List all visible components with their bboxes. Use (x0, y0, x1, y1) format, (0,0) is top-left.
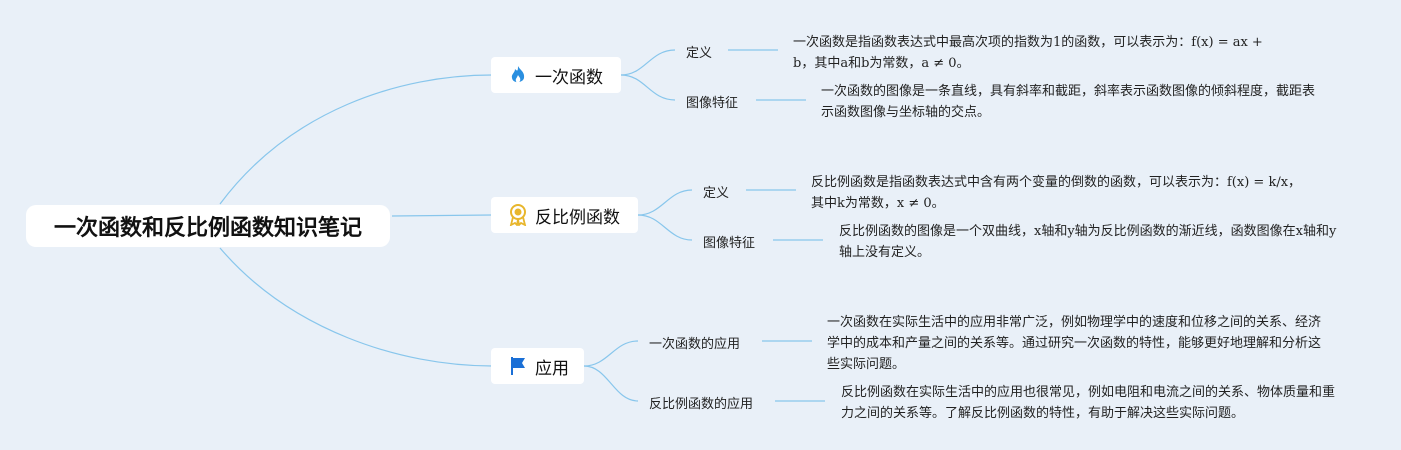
root-title: 一次函数和反比例函数知识笔记 (53, 216, 362, 241)
branch-label: 反比例函数 (535, 207, 620, 228)
desc-inverse-graph: 反比例函数的图像是一个双曲线，x轴和y轴为反比例函数的渐近线，函数图像在x轴和y… (839, 224, 1337, 260)
fire-icon (507, 64, 529, 86)
desc-linear-definition: 一次函数是指函数表达式中最高次项的指数为1的函数，可以表示为：f(x) = ax… (793, 35, 1263, 71)
sub-inverse-graph[interactable]: 图像特征 (703, 236, 756, 251)
sub-linear-definition[interactable]: 定义 (686, 46, 713, 61)
branch-label: 应用 (535, 358, 569, 379)
branch-label: 一次函数 (535, 67, 603, 88)
branch-inverse-function[interactable]: 反比例函数 (491, 197, 638, 233)
branch-applications[interactable]: 应用 (491, 348, 584, 384)
branch-linear-function[interactable]: 一次函数 (491, 57, 621, 93)
desc-linear-graph: 一次函数的图像是一条直线，具有斜率和截距，斜率表示函数图像的倾斜程度，截距表示函… (821, 84, 1316, 120)
root-node[interactable]: 一次函数和反比例函数知识笔记 (26, 205, 390, 247)
sub-inverse-definition[interactable]: 定义 (703, 186, 730, 201)
sub-linear-graph[interactable]: 图像特征 (686, 96, 739, 111)
desc-linear-applications: 一次函数在实际生活中的应用非常广泛，例如物理学中的速度和位移之间的关系、经济学中… (827, 315, 1322, 372)
sub-linear-applications[interactable]: 一次函数的应用 (649, 337, 741, 352)
flag-icon (507, 355, 529, 377)
desc-inverse-applications: 反比例函数在实际生活中的应用也很常见，例如电阻和电流之间的关系、物体质量和重力之… (841, 385, 1336, 421)
sub-inverse-applications[interactable]: 反比例函数的应用 (649, 397, 754, 412)
medal-icon (507, 204, 529, 226)
desc-inverse-definition: 反比例函数是指函数表达式中含有两个变量的倒数的函数，可以表示为：f(x) = k… (811, 175, 1302, 211)
